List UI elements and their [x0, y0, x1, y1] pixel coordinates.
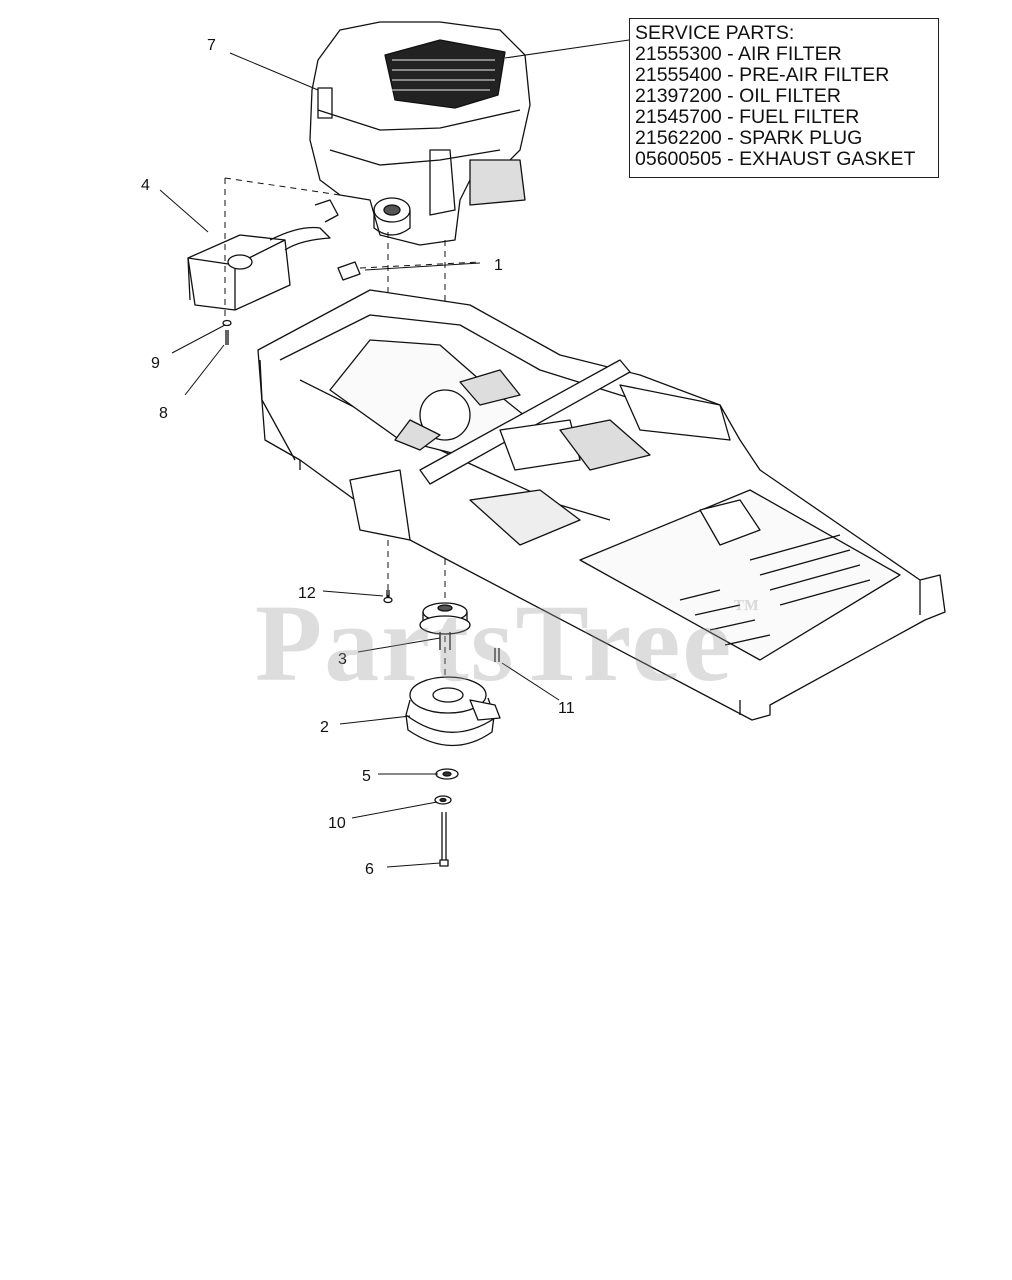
service-part-pre-air-filter: 21555400 - PRE-AIR FILTER: [635, 64, 890, 86]
engine-icon: [309, 21, 531, 246]
callout-3: 3: [338, 651, 347, 668]
callout-9: 9: [151, 355, 160, 372]
callout-1: 1: [494, 257, 503, 274]
callout-6: 6: [365, 861, 374, 878]
callout-12: 12: [298, 585, 316, 602]
oil-filter-icon: [373, 197, 411, 236]
service-part-spark-plug: 21562200 - SPARK PLUG: [635, 127, 863, 149]
callout-10: 10: [328, 815, 346, 832]
watermark: PartsTree™: [255, 582, 762, 704]
service-part-oil-filter: 21397200 - OIL FILTER: [635, 85, 841, 107]
mower-frame-icon: [257, 289, 946, 721]
service-parts-box: SERVICE PARTS: 21555300 - AIR FILTER 215…: [629, 18, 939, 178]
service-part-fuel-filter: 21545700 - FUEL FILTER: [635, 106, 860, 128]
bolt-icon: [383, 590, 393, 604]
fitting-icon: [337, 261, 361, 281]
callout-7: 7: [207, 37, 216, 54]
washer-icon: [435, 768, 459, 780]
muffler-icon: [187, 199, 339, 311]
washer-icon: [434, 795, 452, 805]
callout-11: 11: [558, 700, 575, 717]
service-part-air-filter: 21555300 - AIR FILTER: [635, 43, 842, 65]
bolt-icon: [439, 812, 449, 867]
service-parts-heading: SERVICE PARTS:: [635, 22, 795, 44]
callout-8: 8: [159, 405, 168, 422]
callout-2: 2: [320, 719, 329, 736]
pulley-icon: [419, 602, 471, 650]
callout-5: 5: [362, 768, 371, 785]
service-part-exhaust-gasket: 05600505 - EXHAUST GASKET: [635, 148, 916, 170]
pto-clutch-icon: [405, 676, 501, 747]
pin-icon: [494, 648, 500, 662]
callout-4: 4: [141, 177, 150, 194]
bolt-icon: [222, 319, 232, 345]
